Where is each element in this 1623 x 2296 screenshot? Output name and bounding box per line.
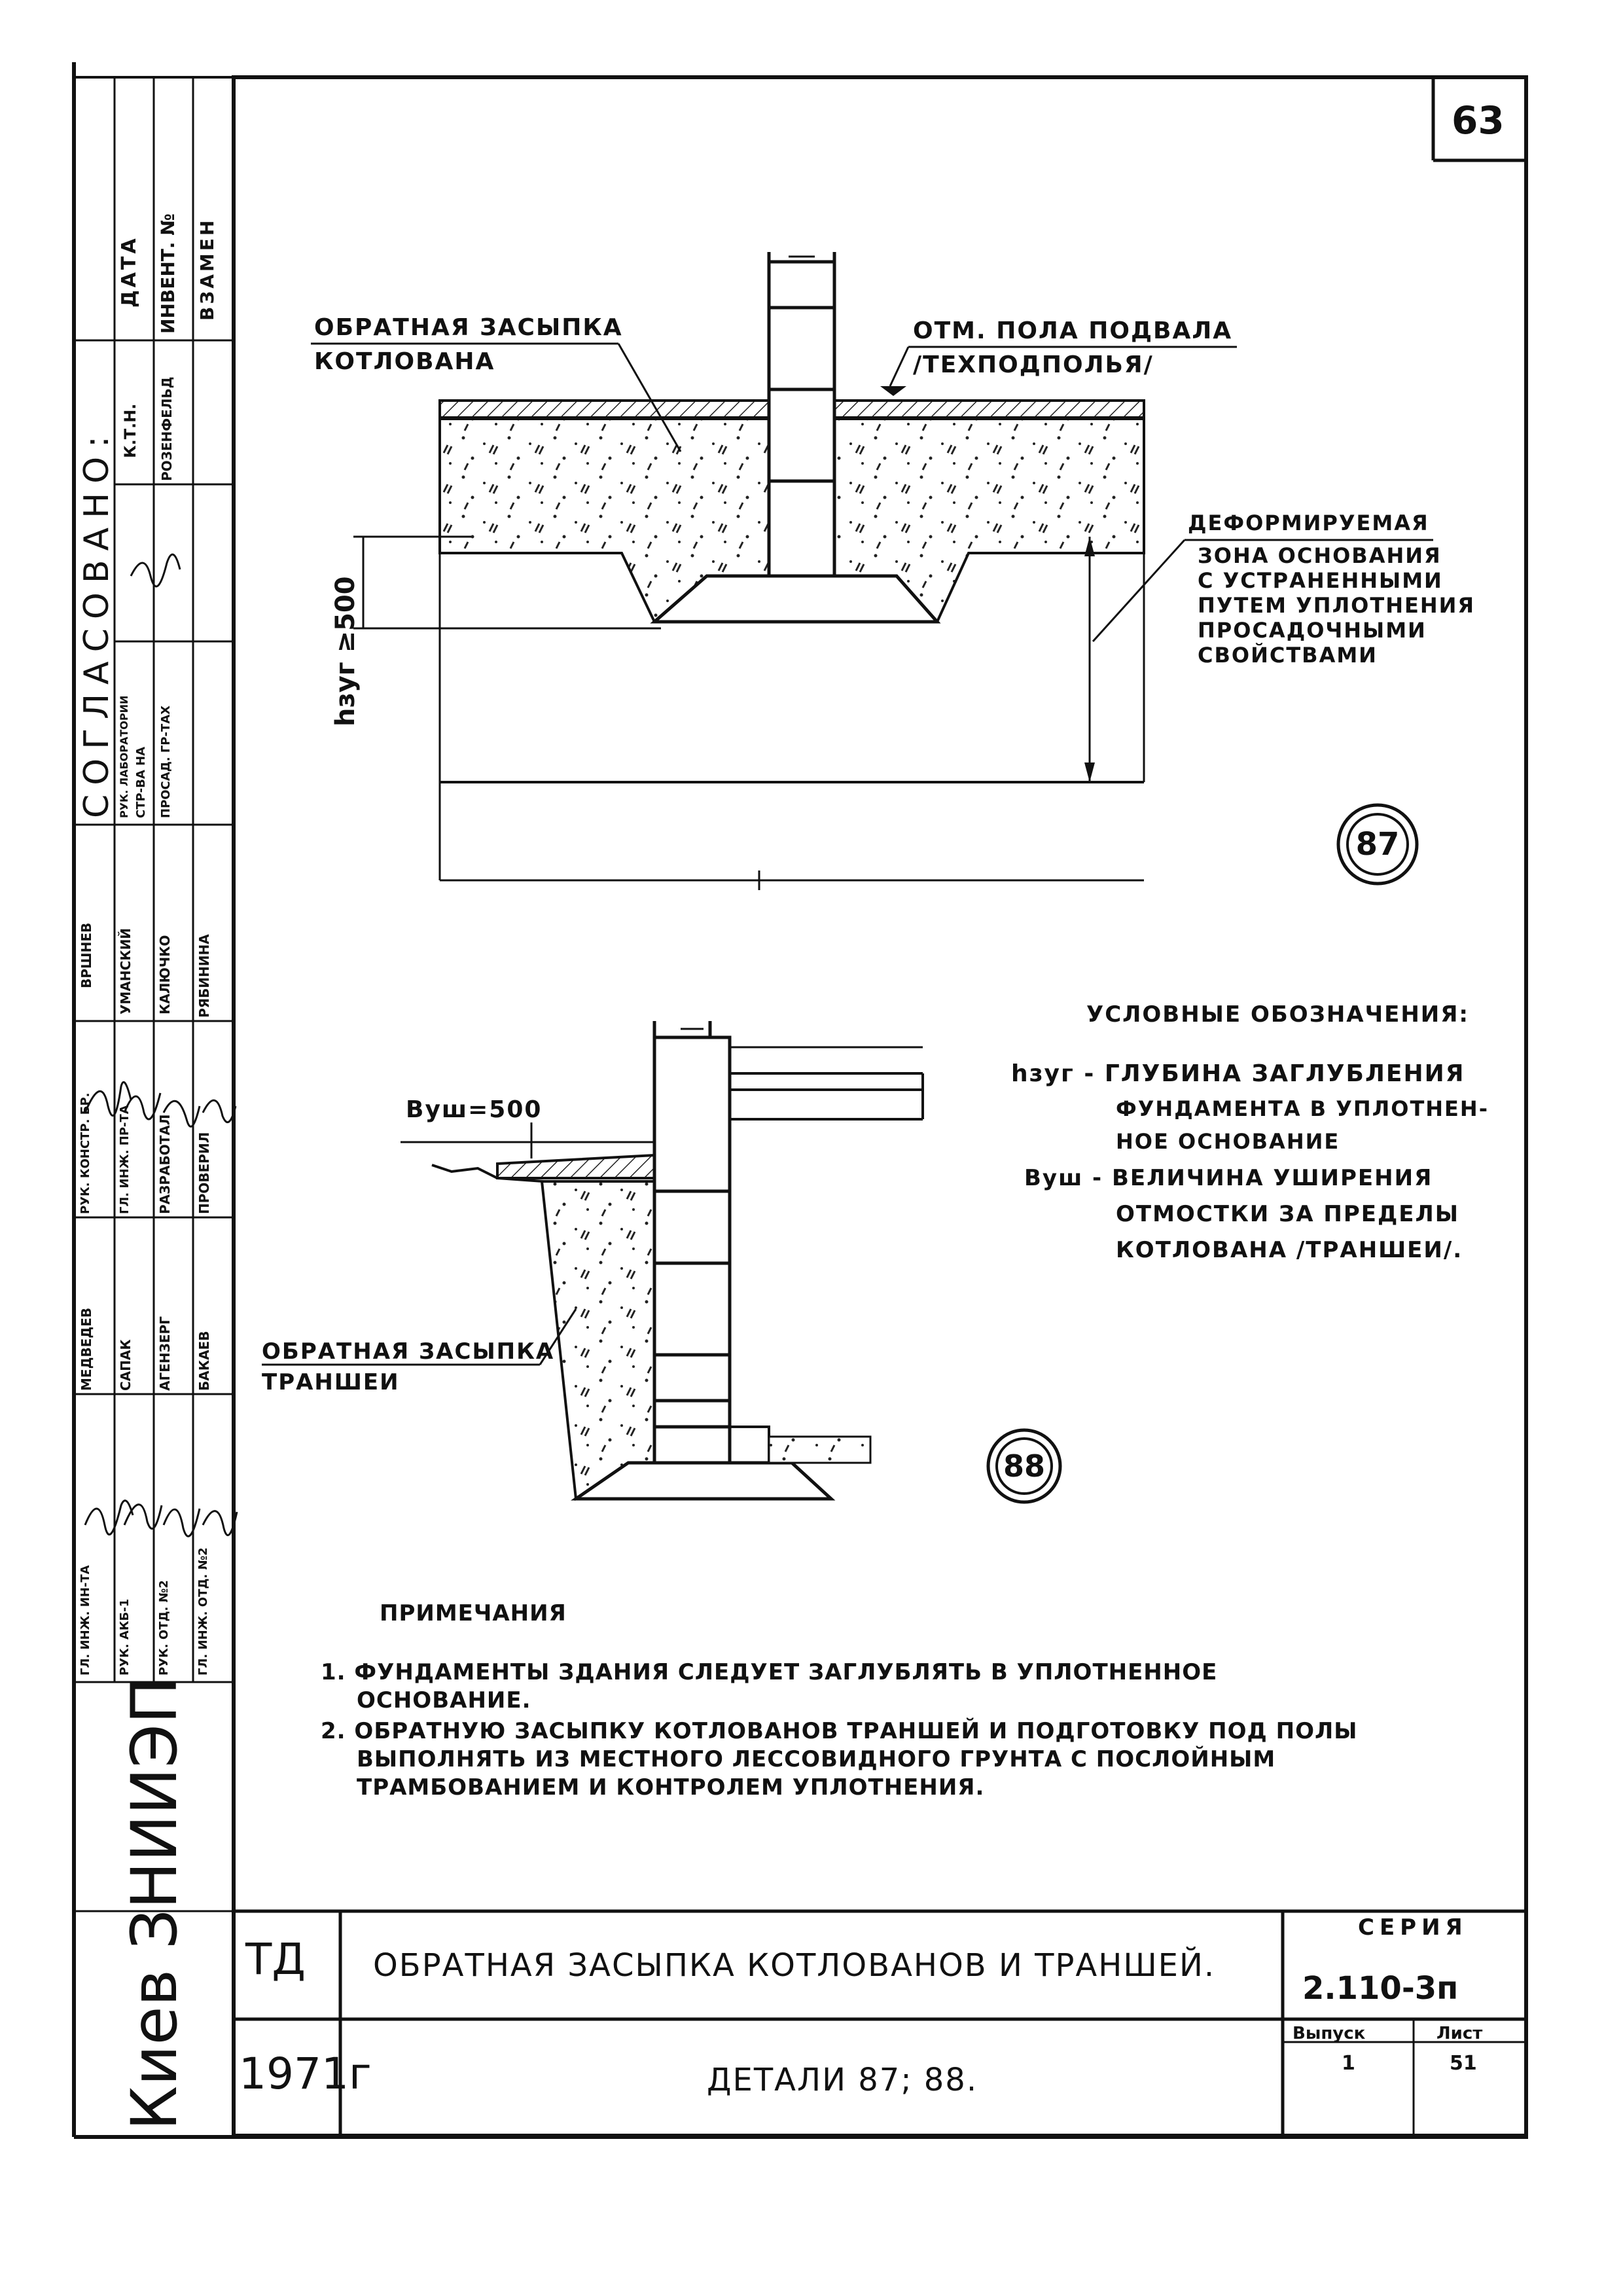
sheet-value: 51 (1450, 2052, 1477, 2075)
label-floor-line2: /ТЕХПОДПОЛЬЯ/ (913, 351, 1154, 378)
notes-title: ПРИМЕЧАНИЯ (380, 1600, 567, 1626)
legend-title: УСЛОВНЫЕ ОБОЗНАЧЕНИЯ: (1086, 1001, 1470, 1028)
stamp-r5c1: РУК. КОНСТР. БР. (79, 1092, 92, 1214)
badge-88: 88 (1003, 1448, 1045, 1484)
doc-title: ОБРАТНАЯ ЗАСЫПКА КОТЛОВАНОВ И ТРАНШЕЙ. (373, 1947, 1216, 1984)
wall-blocks-88 (652, 1021, 732, 1478)
note-1-line2: ОСНОВАНИЕ. (357, 1687, 531, 1713)
issue-label: Выпуск (1293, 2024, 1366, 2043)
issue-value: 1 (1342, 2052, 1355, 2075)
stamp-agreed: СОГЛАСОВАНО: (77, 427, 116, 818)
sheet-number: 63 (1452, 98, 1505, 143)
note-1-line1: 1. ФУНДАМЕНТЫ ЗДАНИЯ СЛЕДУЕТ ЗАГЛУБЛЯТЬ … (321, 1659, 1218, 1685)
pavement-88 (496, 1153, 656, 1179)
floor-slab-88 (730, 1046, 924, 1121)
stamp-r1c1: ГЛ. ИНЖ. ИН-ТА (79, 1565, 92, 1676)
stamp-instead: ВЗАМЕН (196, 217, 218, 321)
label-floor-line1: ОТМ. ПОЛА ПОДВАЛА (913, 317, 1233, 344)
note-2-line1: 2. ОБРАТНУЮ ЗАСЫПКУ КОТЛОВАНОВ ТРАНШЕЙ И… (321, 1718, 1358, 1744)
wall-blocks-87 (767, 252, 836, 578)
stamp-lab-sub2: ПРОСАД. ГР-ТАХ (159, 705, 173, 818)
stamp-r4c1: ГЛ. ИНЖ. ОТД. №2 (196, 1547, 210, 1676)
label-zone-line6: СВОЙСТВАМИ (1198, 643, 1378, 668)
label-zone-line1: ДЕФОРМИРУЕМАЯ (1188, 511, 1429, 535)
series-value: 2.110-3п (1302, 1970, 1459, 2007)
stamp-date: ДАТА (118, 236, 141, 308)
stamp-p4: РЯБИНИНА (196, 934, 212, 1018)
legend-b-line1: Вуш - ВЕЛИЧИНА УШИРЕНИЯ (1024, 1165, 1433, 1191)
note-2-line2: ВЫПОЛНЯТЬ ИЗ МЕСТНОГО ЛЕССОВИДНОГО ГРУНТ… (357, 1746, 1276, 1772)
foundation-pad-87 (650, 574, 941, 624)
label-zone-line2: ЗОНА ОСНОВАНИЯ (1198, 543, 1442, 568)
stamp-rozenfeld: РОЗЕНФЕЛЬД (159, 376, 175, 481)
label-zone-line5: ПРОСАДОЧНЫМИ (1198, 618, 1427, 643)
dim-width-label: Вуш=500 (406, 1096, 543, 1123)
sheet-label: Лист (1436, 2024, 1483, 2043)
legend-h-line3: НОЕ ОСНОВАНИЕ (1116, 1129, 1340, 1154)
trench-backfill-88 (540, 1180, 656, 1501)
stamp-r6c1: ГЛ. ИНЖ. ПР-ТА (118, 1105, 132, 1214)
label-zone-line4: ПУТЕМ УПЛОТНЕНИЯ (1198, 593, 1476, 618)
label-zone-line3: С УСТРАНЕННЫМИ (1198, 568, 1443, 593)
foundation-step-88 (728, 1426, 770, 1464)
stamp-lab-head: РУК. ЛАБОРАТОРИИ (118, 695, 130, 818)
stamp-r4c2: БАКАЕВ (196, 1331, 212, 1391)
stamp-r8c1: ПРОВЕРИЛ (196, 1132, 212, 1214)
stamp-r7c1: РАЗРАБОТАЛ (157, 1114, 173, 1214)
inner-fill-88 (768, 1435, 872, 1464)
stamp-lab-sub: СТР-ВА НА (134, 746, 148, 818)
label-backfill-88-line1: ОБРАТНАЯ ЗАСЫПКА (262, 1338, 555, 1365)
org-name: Киев ЗНИИЭП (118, 1676, 191, 2130)
stamp-r2c2: САПАК (118, 1339, 134, 1391)
stamp-p3: КАЛЮЧКО (157, 935, 173, 1014)
stamp-p1: ВРШНЕВ (79, 922, 94, 988)
label-backfill-88-line2: ТРАНШЕИ (262, 1369, 400, 1395)
title-block-grid (234, 1909, 1526, 2136)
legend-h-line1: hзуг - ГЛУБИНА ЗАГЛУБЛЕНИЯ (1011, 1060, 1465, 1087)
dim-depth-label: hзуг ≥500 (330, 576, 361, 726)
stamp-inv: ИНВЕНТ. № (157, 213, 179, 334)
badge-87: 87 (1355, 826, 1400, 863)
label-backfill-87-line1: ОБРАТНАЯ ЗАСЫПКА (314, 314, 623, 341)
stamp-ktn: К.Т.Н. (121, 403, 139, 458)
series-label: СЕРИЯ (1358, 1914, 1468, 1941)
legend-b-line3: КОТЛОВАНА /ТРАНШЕИ/. (1116, 1237, 1463, 1263)
detail-87-section (311, 252, 1433, 890)
doc-code: ТД (245, 1934, 306, 1984)
detail-88-section (262, 1021, 1062, 1504)
legend-h-line2: ФУНДАМЕНТА В УПЛОТНЕН- (1116, 1096, 1489, 1121)
stamp-r1c2: МЕДВЕДЕВ (79, 1307, 94, 1391)
label-backfill-87-line2: КОТЛОВАНА (314, 348, 495, 375)
side-stamp-grid (74, 77, 234, 1912)
note-2-line3: ТРАМБОВАНИЕМ И КОНТРОЛЕМ УПЛОТНЕНИЯ. (357, 1774, 985, 1801)
stamp-p2: УМАНСКИЙ (118, 927, 134, 1014)
doc-year: 1971г (239, 2049, 372, 2099)
stamp-r2c1: РУК. АКБ-1 (118, 1598, 132, 1676)
stamp-r3c2: АГЕНЗЕРГ (157, 1316, 173, 1391)
doc-subtitle: ДЕТАЛИ 87; 88. (707, 2062, 978, 2098)
sheet-number-box (1431, 77, 1526, 162)
legend-b-line2: ОТМОСТКИ ЗА ПРЕДЕЛЫ (1116, 1201, 1459, 1227)
stamp-r3c1: РУК. ОТД. №2 (157, 1580, 171, 1676)
